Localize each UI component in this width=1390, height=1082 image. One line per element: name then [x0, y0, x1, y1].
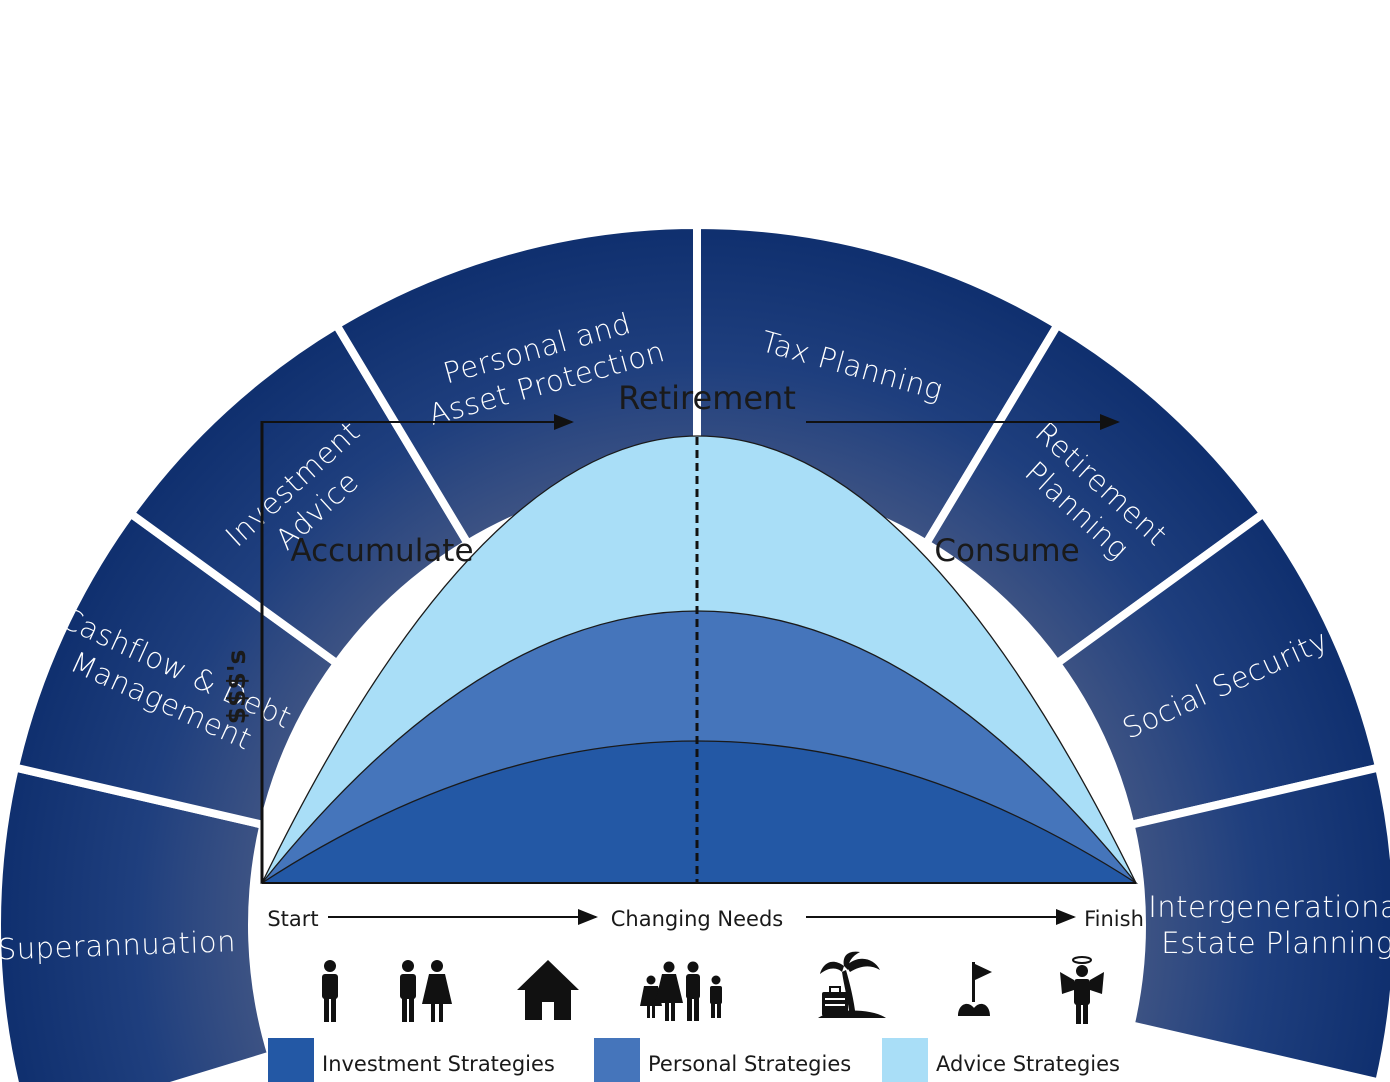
changing-needs-label: Changing Needs: [611, 907, 783, 931]
segment-estate: [1125, 762, 1390, 1082]
start-label: Start: [267, 907, 318, 931]
legend-swatch-advice: [882, 1038, 928, 1082]
legend-swatch-investment: [268, 1038, 314, 1082]
golf-flag-icon: [958, 962, 992, 1016]
single-person-icon: [322, 960, 338, 1022]
consume-label: Consume: [934, 533, 1079, 569]
finish-label: Finish: [1084, 907, 1144, 931]
legend-swatch-personal: [594, 1038, 640, 1082]
segment-label-line: Intergenerational: [1148, 890, 1390, 924]
segment-label-line: Superannuation: [0, 924, 236, 966]
y-axis-label: $$$'s: [222, 650, 251, 725]
investment-strategies-area: [259, 740, 1139, 884]
holiday-luggage-icon: [818, 951, 886, 1018]
accumulate-label: Accumulate: [290, 533, 473, 569]
segment-label-line: Estate Planning: [1161, 926, 1390, 960]
retirement-label: Retirement: [618, 379, 796, 417]
couple-icon: [400, 960, 452, 1022]
house-icon: [517, 960, 579, 1020]
life-stage-icons: [322, 951, 1104, 1024]
legend-label-advice: Advice Strategies: [936, 1052, 1120, 1076]
family-icon: [640, 961, 722, 1021]
lifecycle-chart: Retirement Accumulate Consume $$$'s Star…: [222, 379, 1144, 931]
legend-label-investment: Investment Strategies: [322, 1052, 555, 1076]
segment-label-superannuation: Superannuation: [0, 924, 236, 966]
legend-label-personal: Personal Strategies: [648, 1052, 852, 1076]
angel-icon: [1060, 956, 1104, 1024]
